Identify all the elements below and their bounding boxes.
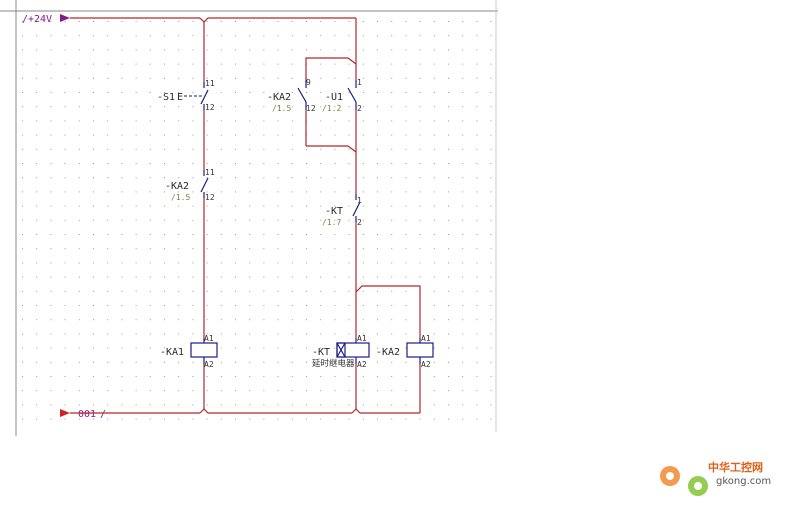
watermark-en: gkong.com xyxy=(716,476,771,487)
net-24v[interactable]: / +24V xyxy=(22,14,70,25)
net-001[interactable]: 001 / xyxy=(60,409,106,420)
net-001-suffix: / xyxy=(100,409,106,420)
kt-contact-tag: -KT xyxy=(325,206,343,217)
net-24v-prefix: / xyxy=(22,14,28,25)
kt-contact-blade xyxy=(352,201,361,217)
wire-par-top xyxy=(305,57,357,80)
ka2-par-blade xyxy=(297,87,307,103)
s1-pin-12: 12 xyxy=(205,103,215,112)
u1-blade xyxy=(347,87,357,103)
kt-coil-delay-box xyxy=(336,342,346,358)
u1-tag: -U1 xyxy=(325,92,343,103)
contact-ka2-parallel[interactable]: -KA2 /1.5 9 12 xyxy=(267,78,316,113)
net-24v-arrow-icon xyxy=(60,14,70,22)
ka2-left-pin-12: 12 xyxy=(205,193,215,202)
s1-pin-11: 11 xyxy=(205,79,215,88)
switch-s1[interactable]: -S1 E 11 12 xyxy=(157,79,215,112)
kt-coil-box xyxy=(336,342,370,358)
ka2-par-pin-12: 12 xyxy=(306,104,316,113)
ka2-par-tag: -KA2 xyxy=(267,92,291,103)
ka2-coil-pin-a1: A1 xyxy=(421,334,431,343)
dot-grid xyxy=(22,21,492,420)
contact-ka2-left[interactable]: -KA2 /1.5 11 12 xyxy=(165,168,215,202)
wire-bottom-rail-c xyxy=(351,408,420,414)
u1-ref: /1.2 xyxy=(322,104,341,113)
net-001-arrow-icon xyxy=(60,409,70,417)
watermark-cn: 中华工控网 xyxy=(708,460,763,474)
net-001-label: 001 xyxy=(78,409,96,420)
wire-par-bottom xyxy=(306,145,357,153)
wire-top-rail-b xyxy=(199,17,356,23)
kt-coil-desc: 延时继电器 xyxy=(312,358,355,369)
ka1-coil-tag: -KA1 xyxy=(160,347,184,358)
kt-coil-delay-diag-b xyxy=(336,342,346,358)
coil-kt[interactable]: -KT 延时继电器 A1 A2 xyxy=(312,334,370,369)
kt-contact-pin-1: 1 xyxy=(357,196,362,205)
kt-contact-ref: /1.7 xyxy=(322,218,341,227)
ka2-par-ref: /1.5 xyxy=(272,104,291,113)
wire-right-top xyxy=(355,285,421,338)
coil-ka1[interactable]: -KA1 A1 A2 xyxy=(160,334,218,369)
kt-coil-tag: -KT xyxy=(312,347,330,358)
ka2-coil-pin-a2: A2 xyxy=(421,360,431,369)
ka2-par-pin-9: 9 xyxy=(306,78,311,87)
kt-contact-pin-2: 2 xyxy=(357,218,362,227)
gkong-watermark: 中华工控网 gkong.com xyxy=(660,460,771,496)
s1-tag: -S1 xyxy=(157,92,175,103)
ka2-left-blade xyxy=(200,177,209,193)
ka2-coil-tag: -KA2 xyxy=(376,347,400,358)
ka1-pin-a2: A2 xyxy=(204,360,214,369)
ka1-pin-a1: A1 xyxy=(204,334,214,343)
s1-contact-blade xyxy=(200,89,209,105)
ka2-left-tag: -KA2 xyxy=(165,181,189,192)
ka1-coil-box xyxy=(190,342,218,358)
u1-pin-1: 1 xyxy=(357,78,362,87)
ka2-left-pin-11: 11 xyxy=(205,168,215,177)
wires xyxy=(70,17,421,414)
wire-bottom-rail-b xyxy=(199,408,352,414)
s1-mark: E xyxy=(177,92,183,103)
contact-u1[interactable]: -U1 /1.2 1 2 xyxy=(322,78,362,113)
coil-ka2[interactable]: -KA2 A1 A2 xyxy=(376,334,434,369)
kt-pin-a1: A1 xyxy=(357,334,367,343)
gear-icon xyxy=(660,466,708,496)
contact-kt[interactable]: -KT /1.7 1 2 xyxy=(322,194,362,227)
ka2-left-ref: /1.5 xyxy=(171,193,190,202)
ka2-coil-box xyxy=(406,342,434,358)
net-24v-label: +24V xyxy=(28,14,52,25)
u1-pin-2: 2 xyxy=(357,104,362,113)
kt-pin-a2: A2 xyxy=(357,360,367,369)
